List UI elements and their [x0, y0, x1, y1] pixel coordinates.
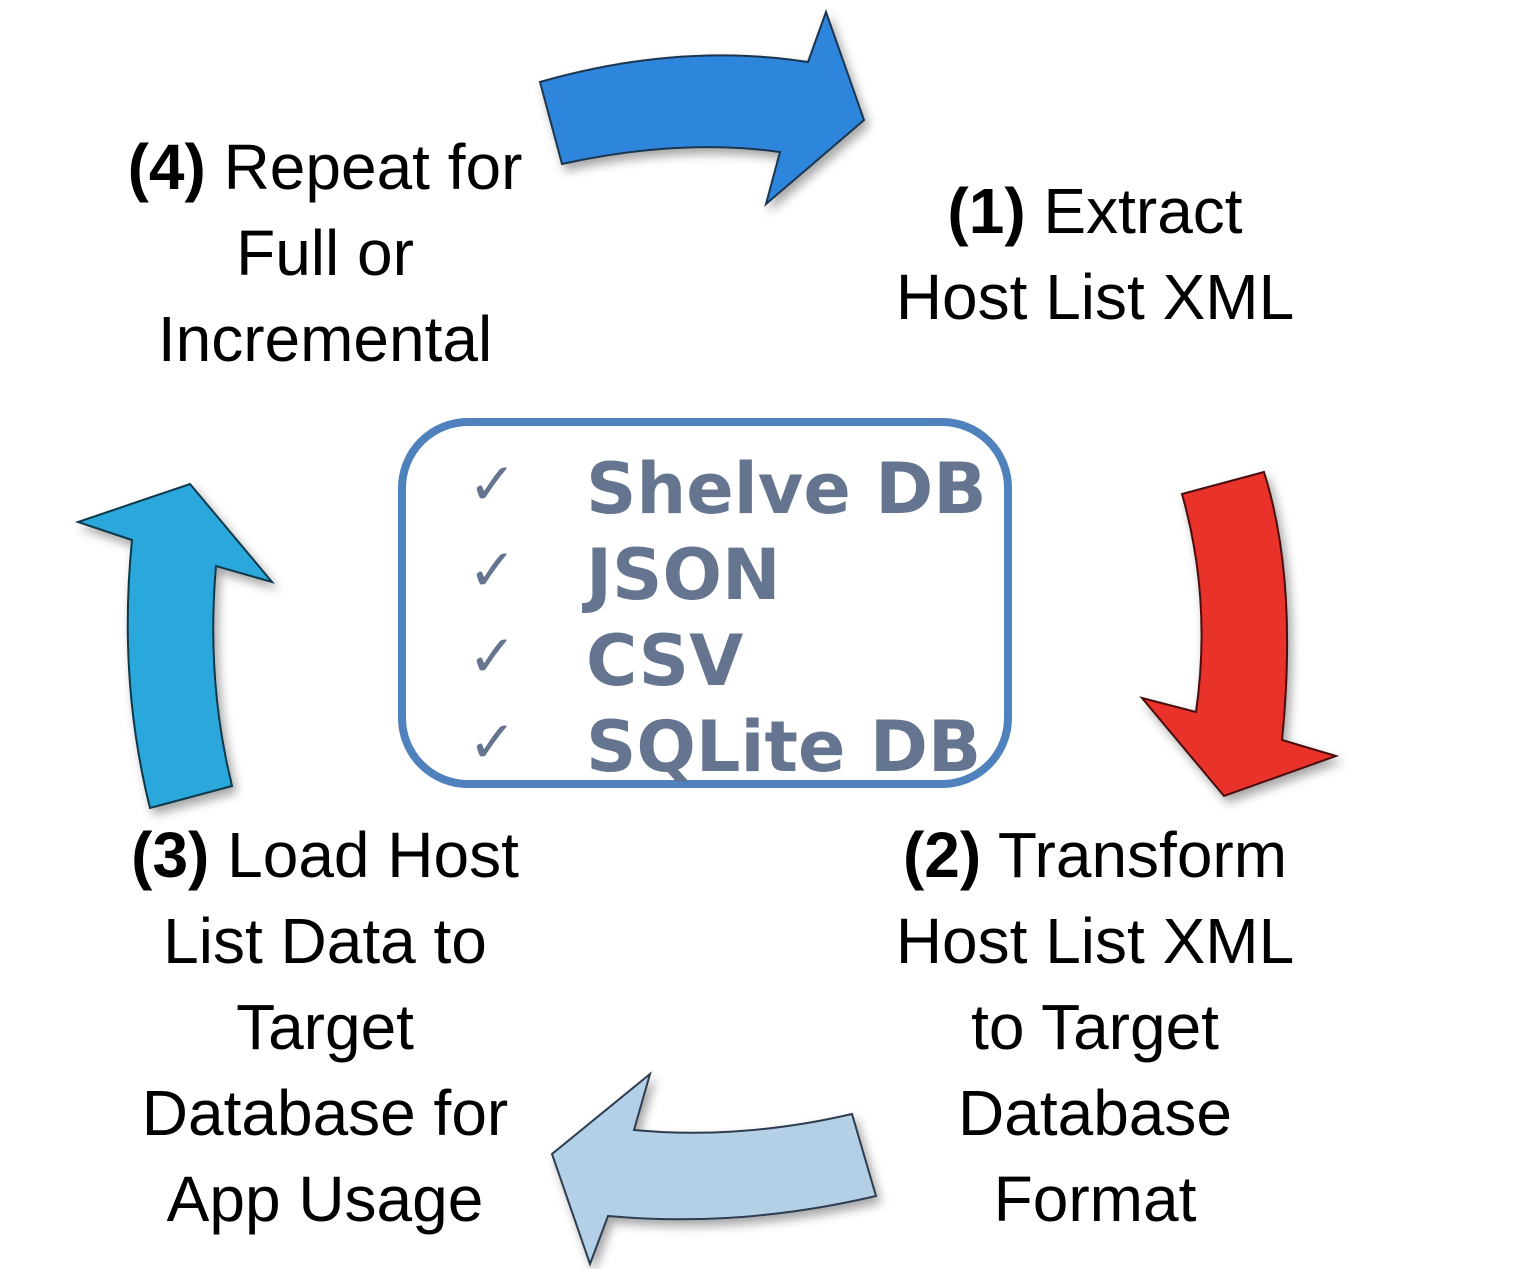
format-item: ✓ JSON [406, 532, 1004, 618]
arrow-left-icon [550, 1071, 878, 1267]
arrow-right-icon [538, 9, 866, 207]
step-text: Extract [1043, 175, 1243, 247]
step-text: Host List XML [895, 905, 1295, 977]
step-text: Host List XML [895, 261, 1295, 333]
step-text: Full or [236, 217, 414, 289]
step-4-repeat: (4) Repeat for Full or Incremental [90, 124, 560, 382]
format-item: ✓ SQLite DB [406, 704, 1004, 790]
checkmark-icon: ✓ [468, 622, 517, 690]
step-text: to Target [971, 991, 1219, 1063]
step-text: List Data to [163, 905, 487, 977]
step-text: App Usage [166, 1163, 484, 1235]
step-text: Load Host [227, 819, 519, 891]
step-1-extract: (1) Extract Host List XML [860, 168, 1330, 340]
format-label: Shelve DB [586, 448, 987, 530]
step-number: (2) [902, 819, 982, 891]
checkmark-icon: ✓ [468, 708, 517, 776]
format-label: JSON [586, 534, 781, 616]
step-text: Incremental [157, 303, 493, 375]
step-text: Database for [141, 1077, 509, 1149]
arrow-up-icon [74, 482, 275, 810]
format-label: CSV [586, 620, 744, 702]
step-number: (1) [947, 175, 1026, 247]
format-label: SQLite DB [586, 706, 982, 788]
step-text: Target [236, 991, 414, 1063]
target-formats-box: ✓ Shelve DB ✓ JSON ✓ CSV ✓ SQLite DB [398, 418, 1012, 788]
checkmark-icon: ✓ [468, 536, 517, 604]
arrow-down-icon [1139, 470, 1340, 798]
step-text: Repeat for [223, 131, 523, 203]
step-2-transform: (2) Transform Host List XML to Target Da… [840, 812, 1350, 1242]
checkmark-icon: ✓ [468, 450, 517, 518]
step-number: (3) [131, 819, 210, 891]
step-3-load: (3) Load Host List Data to Target Databa… [90, 812, 560, 1242]
format-item: ✓ Shelve DB [406, 446, 1004, 532]
step-text: Format [993, 1163, 1197, 1235]
step-number: (4) [127, 131, 206, 203]
step-text: Transform [997, 819, 1288, 891]
step-text: Database [958, 1077, 1232, 1149]
format-item: ✓ CSV [406, 618, 1004, 704]
